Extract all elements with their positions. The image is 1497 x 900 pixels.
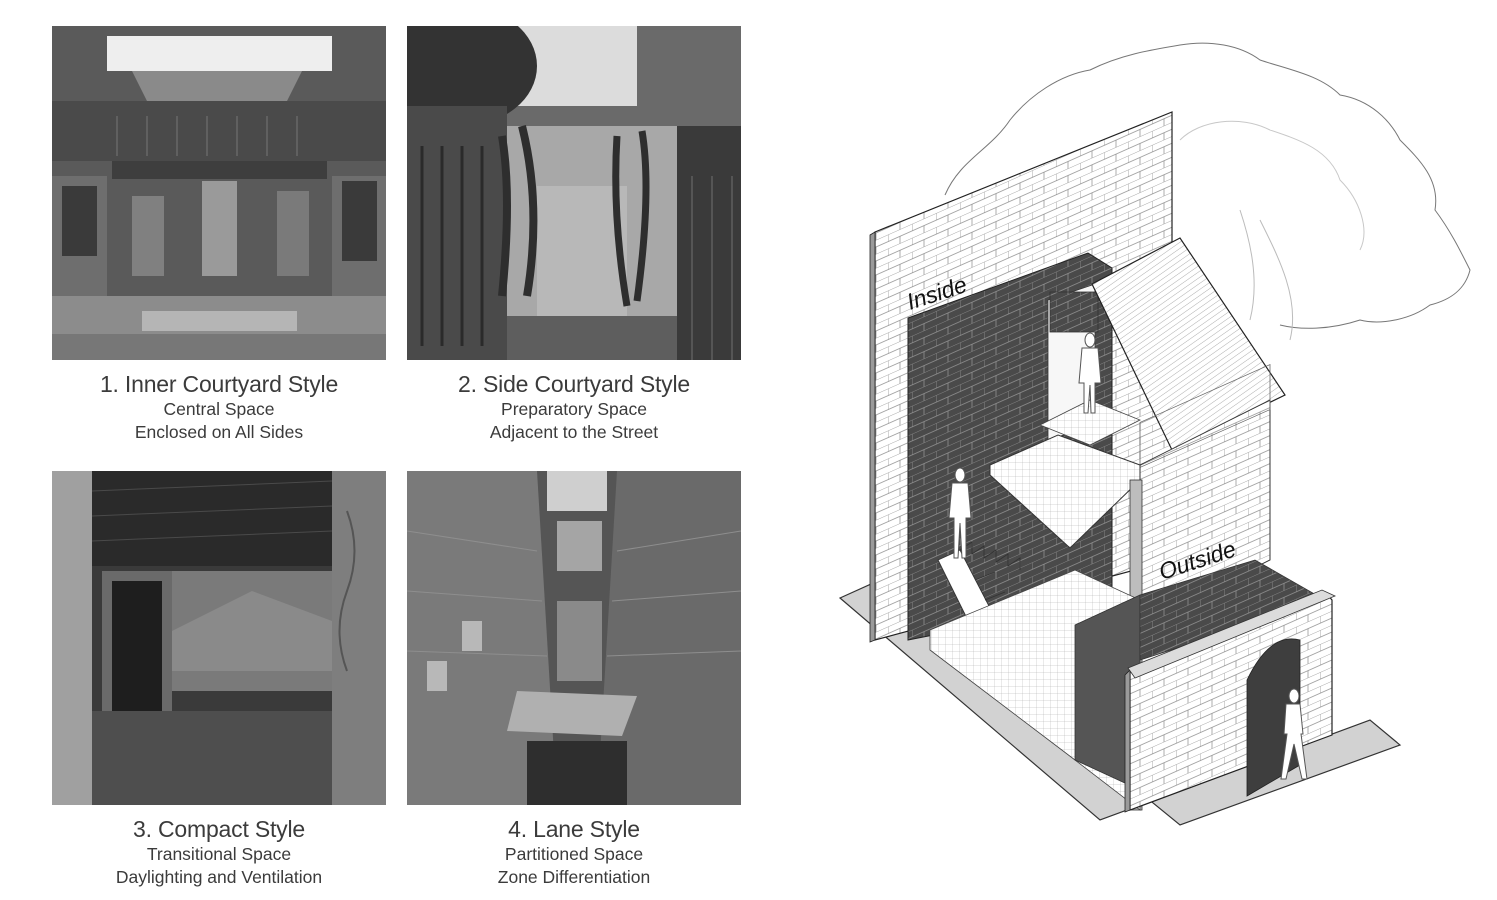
panel-3-line-1: Transitional Space [146, 844, 292, 864]
panel-1-line-2: Enclosed on All Sides [134, 422, 304, 442]
panel-3-caption: 3. Compact Style Transitional Space Dayl… [52, 815, 386, 889]
panel-1-caption: 1. Inner Courtyard Style Central Space E… [52, 370, 386, 444]
panel-2-caption: 2. Side Courtyard Style Preparatory Spac… [407, 370, 741, 444]
panel-4-line-1: Partitioned Space [504, 844, 644, 864]
isometric-courtyard-diagram: Inside Outside [835, 30, 1490, 830]
panel-2-line-1: Preparatory Space [501, 399, 647, 419]
people-figures [948, 332, 1308, 780]
panel-4-title: 4. Lane Style [508, 816, 640, 842]
lane-style-photo [407, 471, 741, 805]
panel-1-title: 1. Inner Courtyard Style [99, 371, 339, 397]
panel-3-title: 3. Compact Style [133, 816, 305, 842]
compact-style-photo [52, 471, 386, 805]
inner-courtyard-photo [52, 26, 386, 360]
panel-2-title: 2. Side Courtyard Style [458, 371, 690, 397]
tree-outline [944, 42, 1471, 341]
panel-4-caption: 4. Lane Style Partitioned Space Zone Dif… [407, 815, 741, 889]
panel-2-line-2: Adjacent to the Street [489, 422, 659, 442]
side-courtyard-photo [407, 26, 741, 360]
panel-1-line-1: Central Space [163, 399, 275, 419]
panel-4-line-2: Zone Differentiation [497, 867, 651, 887]
panel-3-line-2: Daylighting and Ventilation [115, 867, 323, 887]
